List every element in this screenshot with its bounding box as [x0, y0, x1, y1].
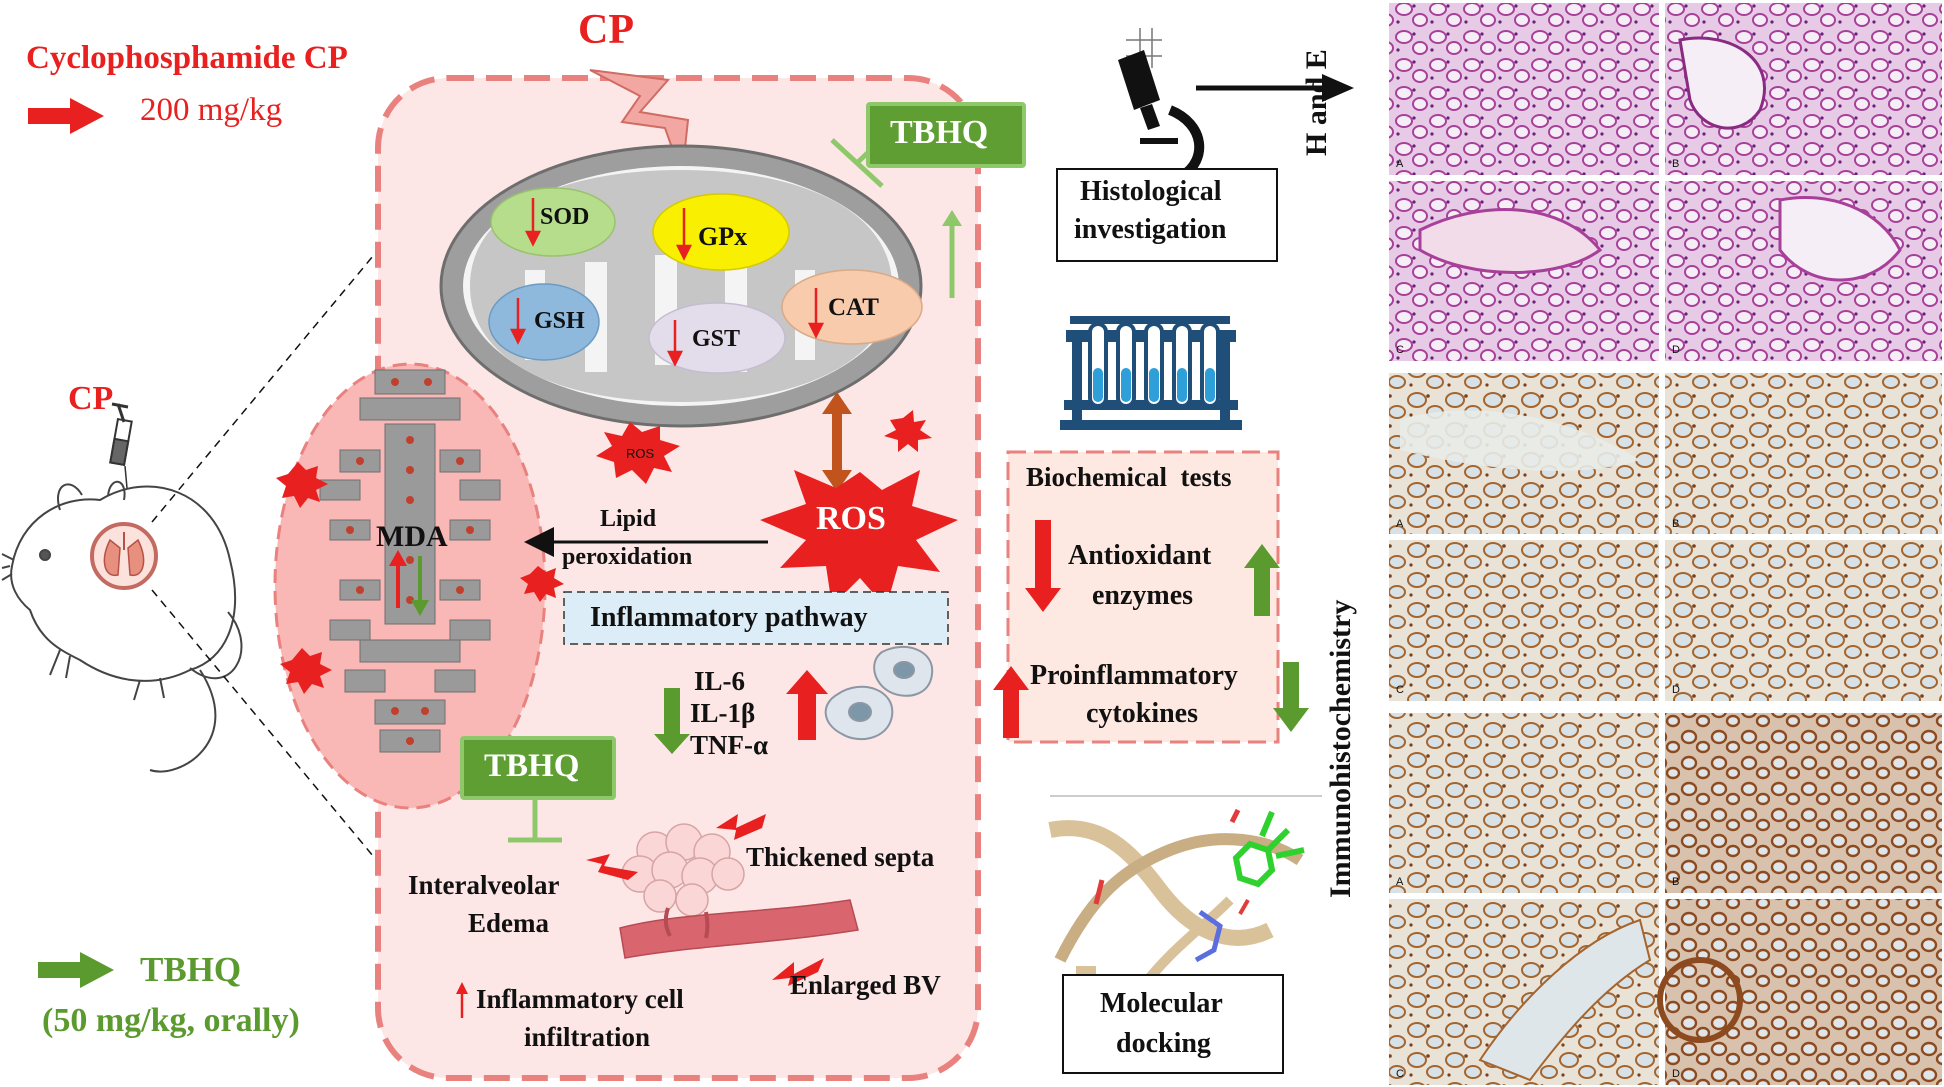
ihc1-letter-c: C [1396, 684, 1404, 696]
blood-vessel [619, 899, 859, 959]
ros-small-star [596, 422, 680, 484]
cytokine-tnfa: TNF-α [690, 730, 769, 760]
ros-big-label: ROS [816, 500, 886, 537]
he-vertical-label: H and E [1300, 49, 1333, 156]
docking-label-1: Molecular [1100, 988, 1223, 1019]
rbc-dots [346, 378, 474, 745]
ros-star-right [884, 410, 932, 452]
enzyme-decrease-arrows [509, 198, 825, 367]
enzyme-gst: GST [692, 326, 741, 352]
lesion-infiltration-1: Inflammatory cell [476, 984, 684, 1014]
histology-label-1: Histological [1080, 176, 1222, 207]
ihc2-letter-c: C [1396, 1068, 1404, 1080]
enzyme-gsh: GSH [534, 308, 585, 334]
lesion-interalveolar-1: Interalveolar [408, 870, 560, 900]
ihc2-letter-b: B [1672, 876, 1680, 888]
ihc1-letter-b: B [1672, 518, 1680, 530]
lesion-thickened-septa: Thickened septa [746, 842, 935, 872]
ihc-panel-b1 [1665, 373, 1942, 534]
cytokine-il1b: IL-1β [690, 698, 756, 728]
mouse-cp-label: CP [68, 380, 114, 417]
mda-label: MDA [376, 520, 448, 553]
biochem-proinf-2: cytokines [1086, 698, 1198, 729]
ihc2-letter-a: A [1396, 876, 1404, 888]
enzyme-cat: CAT [828, 294, 879, 321]
he-letter-d: D [1672, 344, 1680, 356]
tbhq-legend-arrow [38, 952, 114, 988]
cp-legend-dose: 200 mg/kg [140, 92, 283, 128]
histology-box [1056, 168, 1278, 262]
lipid-label-1: Lipid [600, 506, 657, 532]
lesion-infiltration-2: infiltration [524, 1022, 650, 1052]
tbhq-top-label: TBHQ [890, 114, 989, 151]
enzyme-gpx: GPx [698, 222, 748, 251]
ihc1-letter-a: A [1396, 518, 1404, 530]
mouse-illustration [1, 480, 243, 773]
docking-box [1062, 974, 1284, 1074]
ihc-panel-b2 [1665, 713, 1942, 893]
docking-label-2: docking [1116, 1028, 1211, 1059]
ros-big-star [760, 470, 958, 608]
ihc-vertical-label: Immunohistochemistry [1324, 599, 1357, 898]
tbhq-bottom-box [460, 736, 616, 800]
ihc-panel-a2 [1389, 713, 1659, 893]
tbhq-legend-title: TBHQ [140, 950, 242, 989]
ros-small-label: ROS [626, 446, 655, 461]
tbhq-bottom-label: TBHQ [484, 748, 580, 784]
tbhq-top-box [866, 102, 1026, 168]
biochem-antiox-2: enzymes [1092, 580, 1194, 611]
lesion-enlarged-bv: Enlarged BV [790, 970, 941, 1000]
cp-legend-title: Cyclophosphamide CP [26, 40, 348, 76]
he-letter-a: A [1396, 158, 1404, 170]
lesion-interalveolar-2: Edema [468, 908, 549, 938]
cp-top-label: CP [578, 7, 634, 53]
ihc-panel-d1 [1665, 540, 1942, 701]
test-tubes-icon [1060, 316, 1242, 430]
ihc2-letter-d: D [1672, 1068, 1680, 1080]
ihc1-letter-d: D [1672, 684, 1680, 696]
inflammatory-pathway-label: Inflammatory pathway [590, 602, 868, 633]
mitochondrion-organelle [439, 144, 923, 428]
cytokine-il6: IL-6 [694, 666, 746, 696]
histology-label-2: investigation [1074, 214, 1227, 245]
biochem-antiox-1: Antioxidant [1068, 540, 1212, 571]
bidirectional-arrow [822, 392, 852, 492]
biochem-title: Biochemical tests [1026, 462, 1232, 492]
enzyme-sod: SOD [540, 204, 590, 230]
cp-legend-arrow [28, 98, 104, 134]
syringe-icon [109, 402, 133, 489]
he-letter-c: C [1396, 344, 1404, 356]
immune-cells-icon [824, 645, 934, 741]
he-panel-a [1389, 3, 1659, 175]
ihc-panel-c1 [1389, 540, 1659, 701]
tbhq-legend-dose: (50 mg/kg, orally) [42, 1002, 300, 1039]
inflammatory-pathway-box [563, 591, 949, 645]
he-letter-b: B [1672, 158, 1680, 170]
lipid-label-2: peroxidation [562, 544, 693, 570]
biochem-proinf-1: Proinflammatory [1030, 660, 1238, 691]
ihc-panel-d2 [1665, 899, 1942, 1085]
